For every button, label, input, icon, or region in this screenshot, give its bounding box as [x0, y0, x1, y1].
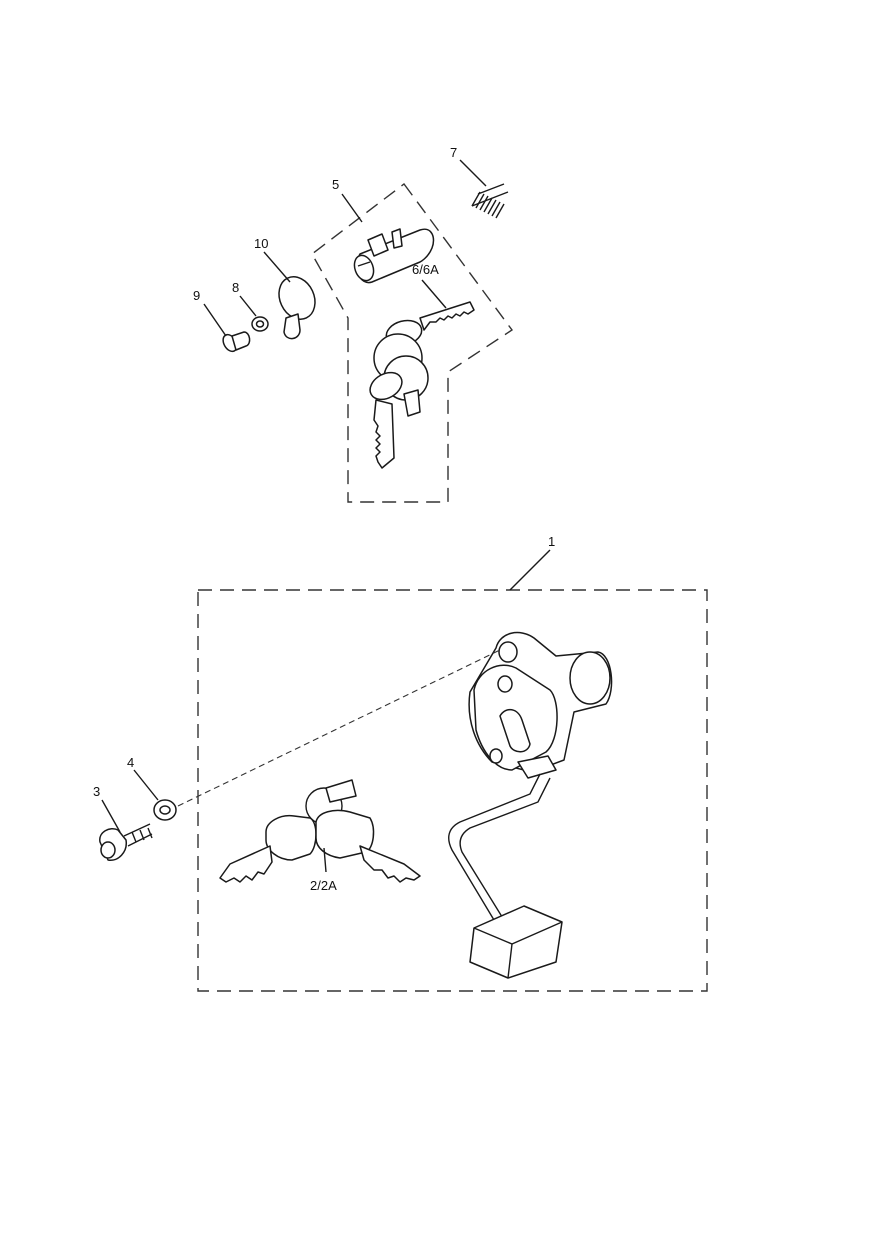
callout-1: 1 [548, 534, 555, 549]
fixing-path-line [177, 649, 501, 807]
callout-3: 3 [93, 784, 100, 799]
callout-4: 4 [127, 755, 134, 770]
callout-8: 8 [232, 280, 239, 295]
callout-7: 7 [450, 145, 457, 160]
callout-10: 10 [254, 236, 268, 251]
ignition-switch-part [448, 631, 613, 979]
kit-boundary-upper [311, 183, 514, 503]
lock-barrel-part [353, 228, 435, 284]
callout-5: 5 [332, 177, 339, 192]
washer-part-8 [251, 316, 269, 332]
cap-part [278, 276, 316, 340]
callout-9: 9 [193, 288, 200, 303]
leader-lines [101, 159, 551, 873]
bolt-part [99, 823, 153, 861]
callout-2-2a: 2/2A [310, 878, 337, 893]
spring-part [471, 183, 509, 219]
keys-6-part [369, 301, 475, 469]
washer-part-4 [153, 799, 177, 821]
keys-2-part [219, 779, 421, 883]
kit-boundary-lower [197, 589, 708, 992]
callout-6-6a: 6/6A [412, 262, 439, 277]
rivet-part [222, 331, 251, 353]
